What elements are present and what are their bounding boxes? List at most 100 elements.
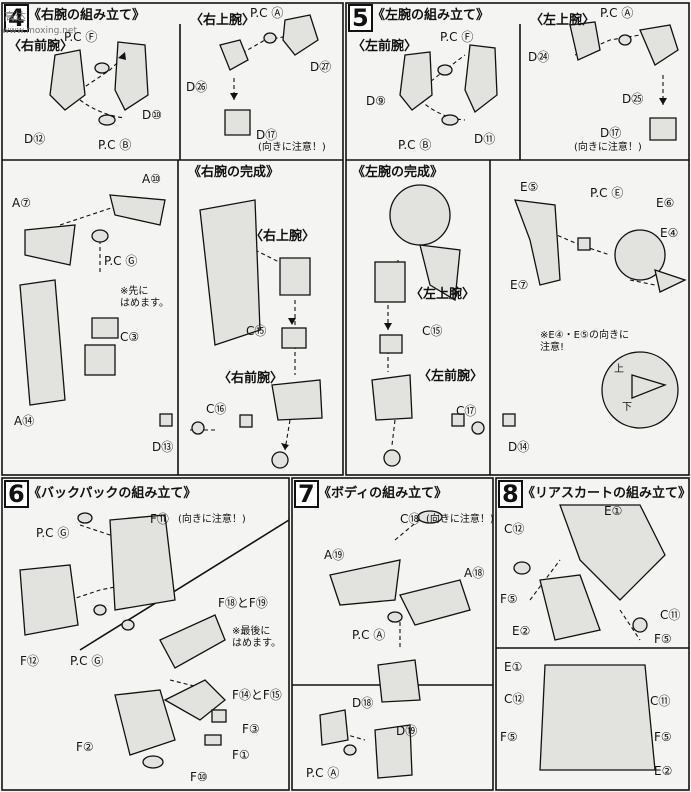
s8-e2-a: E② xyxy=(512,624,531,638)
s4-d12: D⑫ xyxy=(24,132,46,146)
s7-note-direction: (向きに注意！) xyxy=(426,514,494,525)
s7-d19: D⑲ xyxy=(396,724,418,738)
s4-note-direction: (向きに注意！) xyxy=(258,142,326,153)
step6-frame xyxy=(1,477,290,791)
s5-d9: D⑨ xyxy=(366,94,386,108)
s8-c11-b: C⑪ xyxy=(650,694,671,708)
s4-d27: D㉗ xyxy=(310,60,332,74)
s6-f11: F⑪ xyxy=(150,512,169,526)
right-forearm-label-2: 〈右前腕〉 xyxy=(218,371,284,386)
s4-note-first-1: ※先に xyxy=(120,286,149,297)
s6-f14f15: F⑭とF⑮ xyxy=(232,688,282,702)
left-upper-label: 〈左上腕〉 xyxy=(530,13,596,28)
s4-c15: C⑮ xyxy=(246,324,267,338)
s5-pca: P.C Ⓐ xyxy=(600,6,634,20)
s8-f5-d: F⑤ xyxy=(654,730,672,744)
s6-f10: F⑩ xyxy=(190,770,208,784)
s4-a7: A⑦ xyxy=(12,196,31,210)
s8-c12-b: C⑫ xyxy=(504,692,525,706)
s5-note-up: 上 xyxy=(614,364,624,375)
left-forearm-label-2: 〈左前腕〉 xyxy=(418,369,484,384)
s4-a14: A⑭ xyxy=(14,414,35,428)
s5-note-e4e5-2: 注意! xyxy=(540,342,565,353)
s4-pca: P.C Ⓐ xyxy=(250,6,284,20)
s5-e5: E⑤ xyxy=(520,180,539,194)
step7-frame xyxy=(291,477,494,791)
s5-pce: P.C Ⓔ xyxy=(590,186,624,200)
s7-a18: A⑱ xyxy=(464,566,485,580)
left-forearm-label: 〈左前腕〉 xyxy=(352,39,418,54)
s4-pcf: P.C Ⓕ xyxy=(64,30,98,44)
right-arm-complete-label: 《右腕の完成》 xyxy=(188,165,280,180)
s4-d26: D㉖ xyxy=(186,80,208,94)
left-arm-complete-label: 《左腕の完成》 xyxy=(352,165,444,180)
s8-f5-c: F⑤ xyxy=(500,730,518,744)
s4-note-first-2: はめます。 xyxy=(120,298,169,309)
s6-f18f19: F⑱とF⑲ xyxy=(218,596,268,610)
s6-pcg-2: P.C Ⓖ xyxy=(70,654,104,668)
s5-c17: C⑰ xyxy=(456,404,477,418)
s5-d25: D㉕ xyxy=(622,92,644,106)
s5-d11: D⑪ xyxy=(474,132,496,146)
s8-e2-b: E② xyxy=(654,764,673,778)
s8-f5-b: F⑤ xyxy=(654,632,672,646)
s4-c16: C⑯ xyxy=(206,402,227,416)
s5-d24: D㉔ xyxy=(528,50,550,64)
s4-a10: A⑩ xyxy=(142,172,161,186)
s5-note-down: 下 xyxy=(622,402,632,413)
step5-frame xyxy=(345,2,690,476)
s4-d10: D⑩ xyxy=(142,108,162,122)
s5-c15: C⑮ xyxy=(422,324,443,338)
watermark-site: 高达 xyxy=(4,10,26,23)
s8-f5-a: F⑤ xyxy=(500,592,518,606)
s5-e7: E⑦ xyxy=(510,278,529,292)
right-upper-label-2: 〈右上腕〉 xyxy=(250,229,316,244)
step-6-number: 6 xyxy=(4,480,29,508)
s5-note-e4e5-1: ※E④・E⑤の向きに xyxy=(540,330,629,341)
s4-d13: D⑬ xyxy=(152,440,174,454)
s4-d17: D⑰ xyxy=(256,128,278,142)
step-5-number: 5 xyxy=(348,4,373,32)
s4-pcb: P.C Ⓑ xyxy=(98,138,132,152)
s6-f1: F① xyxy=(232,748,250,762)
s8-c11-a: C⑪ xyxy=(660,608,681,622)
s5-note-direction: (向きに注意！) xyxy=(574,142,642,153)
s7-pca-2: P.C Ⓐ xyxy=(306,766,340,780)
step-4-number: 4 xyxy=(4,4,29,32)
step-8-number: 8 xyxy=(498,480,523,508)
step-4-title: 《右腕の組み立て》 xyxy=(28,8,146,23)
s4-pcg: P.C Ⓖ xyxy=(104,254,138,268)
left-upper-label-2: 〈左上腕〉 xyxy=(410,287,476,302)
right-upper-label: 〈右上腕〉 xyxy=(190,13,256,28)
s6-note-direction: (向きに注意！) xyxy=(178,514,246,525)
s4-c3: C③ xyxy=(120,330,140,344)
step4-frame xyxy=(1,2,344,476)
s5-e6: E⑥ xyxy=(656,196,675,210)
s8-e1-a: E① xyxy=(604,504,623,518)
s7-d18: D⑱ xyxy=(352,696,374,710)
s6-note-last-1: ※最後に xyxy=(232,626,271,637)
step-8-title: 《リアスカートの組み立て》 xyxy=(522,486,691,501)
watermark-url: www.moxing.net xyxy=(2,26,77,36)
step-5-title: 《左腕の組み立て》 xyxy=(372,8,490,23)
s7-pca-1: P.C Ⓐ xyxy=(352,628,386,642)
s5-pcb: P.C Ⓑ xyxy=(398,138,432,152)
s6-f3: F③ xyxy=(242,722,260,736)
s5-d14: D⑭ xyxy=(508,440,530,454)
s6-note-last-2: はめます。 xyxy=(232,638,281,649)
s8-c12-a: C⑫ xyxy=(504,522,525,536)
step-6-title: 《バックパックの組み立て》 xyxy=(28,486,197,501)
right-forearm-label: 〈右前腕〉 xyxy=(8,39,74,54)
s8-e1-b: E① xyxy=(504,660,523,674)
s7-a19: A⑲ xyxy=(324,548,345,562)
step8-frame xyxy=(495,477,690,791)
s6-pcg-1: P.C Ⓖ xyxy=(36,526,70,540)
s5-pcf: P.C Ⓕ xyxy=(440,30,474,44)
step-7-number: 7 xyxy=(294,480,319,508)
s5-e4: E④ xyxy=(660,226,679,240)
s6-f12: F⑫ xyxy=(20,654,39,668)
step-7-title: 《ボディの組み立て》 xyxy=(318,486,448,501)
s6-f2: F② xyxy=(76,740,94,754)
